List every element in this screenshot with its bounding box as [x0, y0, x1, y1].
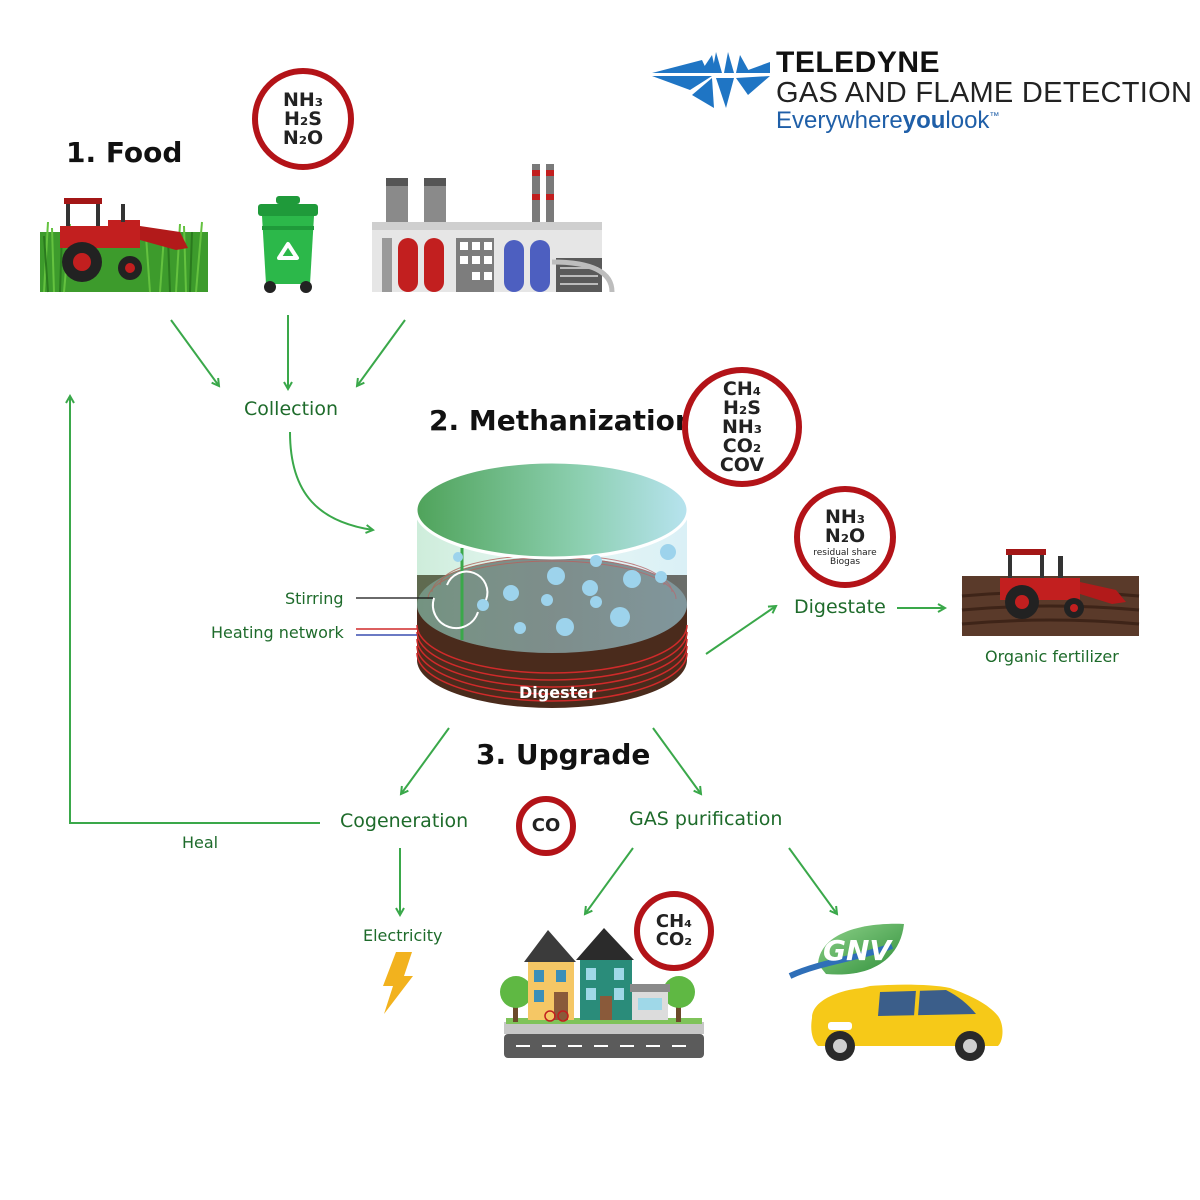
arrow-factory-to-collection: [357, 319, 406, 386]
gas-co2: CO₂: [655, 929, 693, 950]
gas-h2s: H₂S: [284, 107, 322, 130]
leaf-icon: [788, 923, 904, 979]
gas-h2s: H₂S: [723, 396, 761, 419]
arrow-purification-to-car: [788, 847, 837, 914]
brand-name: TELEDYNE: [776, 46, 941, 79]
stage-methanization-title: 2. Methanization: [429, 404, 695, 437]
electricity-label: Electricity: [363, 926, 443, 945]
biogas-note: Biogas: [829, 556, 861, 567]
gas-nh3: NH₃: [721, 415, 763, 438]
gas-badge-houses: CH₄ CO₂: [634, 891, 714, 971]
arrow-purification-to-houses: [585, 847, 634, 914]
arrow-food-to-collection: [170, 319, 219, 386]
digester-label: Digester: [519, 683, 596, 702]
residual-share-note: residual share: [813, 547, 877, 558]
lightning-icon: [383, 952, 413, 1014]
brand-tagline: Everywhereyoulook™: [776, 107, 999, 135]
tagline-bold: you: [902, 107, 946, 134]
flow-arrows: [70, 315, 945, 915]
digestate-label: Digestate: [794, 596, 886, 618]
arrow-collection-to-digester: [289, 431, 373, 530]
houses-icon: [500, 928, 704, 1058]
arrow-digester-to-purification: [652, 727, 701, 794]
gas-nh3: NH₃: [282, 88, 324, 111]
gas-purification-label: GAS purification: [629, 808, 783, 830]
teledyne-logo-icon: [652, 52, 770, 108]
gas-n2o: N₂O: [824, 524, 866, 547]
brand-division: GAS AND FLAME DETECTION: [776, 77, 1193, 109]
arrow-digester-to-cogeneration: [401, 727, 450, 794]
stage-food-title: 1. Food: [66, 136, 183, 169]
gnv-label: GNV: [823, 934, 892, 967]
trademark: ™: [989, 111, 1000, 122]
gas-badge-food: NH₃ H₂S N₂O: [252, 68, 354, 170]
tagline-prefix: Everywhere: [776, 107, 903, 134]
gas-nh3: NH₃: [824, 505, 866, 528]
plowing-tractor-icon: [961, 549, 1140, 636]
tagline-suffix: look: [945, 107, 990, 134]
heal-label: Heal: [182, 833, 219, 852]
factory-icon: [372, 164, 615, 293]
gas-ch4: CH₄: [655, 911, 693, 932]
heating-network-label: Heating network: [211, 623, 344, 642]
tractor-icon: [40, 198, 208, 293]
recycle-bin-icon: [258, 196, 318, 293]
stirring-label: Stirring: [285, 589, 344, 608]
gas-ch4: CH₄: [722, 377, 762, 400]
stage-upgrade-title: 3. Upgrade: [476, 738, 651, 771]
arrow-heal-loop: [70, 396, 320, 824]
gas-co: CO: [531, 815, 561, 836]
gas-badge-digestate: NH₃ N₂O residual share Biogas: [794, 486, 896, 588]
collection-label: Collection: [244, 398, 338, 420]
gas-badge-cogeneration: CO: [516, 796, 576, 856]
gas-cov: COV: [719, 453, 765, 476]
gas-badge-methanization: CH₄ H₂S NH₃ CO₂ COV: [682, 367, 802, 487]
digester-icon: [414, 460, 690, 708]
car-icon: [811, 984, 1003, 1061]
gas-n2o: N₂O: [282, 126, 324, 149]
cogeneration-label: Cogeneration: [340, 810, 469, 832]
arrow-digester-to-digestate: [705, 606, 776, 655]
gas-co2: CO₂: [722, 434, 762, 457]
organic-fertilizer-label: Organic fertilizer: [985, 647, 1119, 666]
